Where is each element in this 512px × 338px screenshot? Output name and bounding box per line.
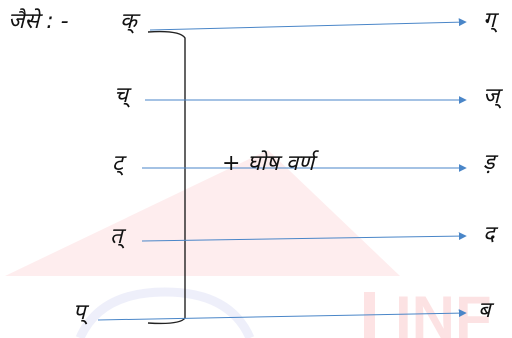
watermark-text: INF: [395, 284, 492, 338]
arrow-ta-dental-to-da: [141, 232, 467, 242]
arrow-ka-to-ga: [149, 18, 467, 31]
target-consonant-da: द: [483, 222, 495, 247]
target-consonant-ba: ब: [478, 298, 491, 323]
watermark-blue-arc: [75, 287, 255, 338]
voiced-consonant-annotation: + घोष वर्ण: [222, 151, 314, 176]
target-consonant-dda: ड़: [483, 150, 495, 175]
example-prefix: जैसे : -: [8, 9, 69, 34]
source-consonant-pa: प्: [73, 300, 86, 325]
arrow-pa-to-ba: [97, 309, 467, 321]
source-consonant-ta-dental: त्: [110, 224, 123, 249]
target-consonant-ga: ग्: [483, 8, 496, 33]
target-consonant-ja: ज्: [483, 84, 500, 109]
source-consonant-cha: च्: [114, 83, 128, 108]
watermark-red-triangle: [5, 150, 400, 276]
source-consonant-ka: क्: [120, 9, 137, 34]
source-consonant-ta: ट्: [112, 151, 124, 176]
